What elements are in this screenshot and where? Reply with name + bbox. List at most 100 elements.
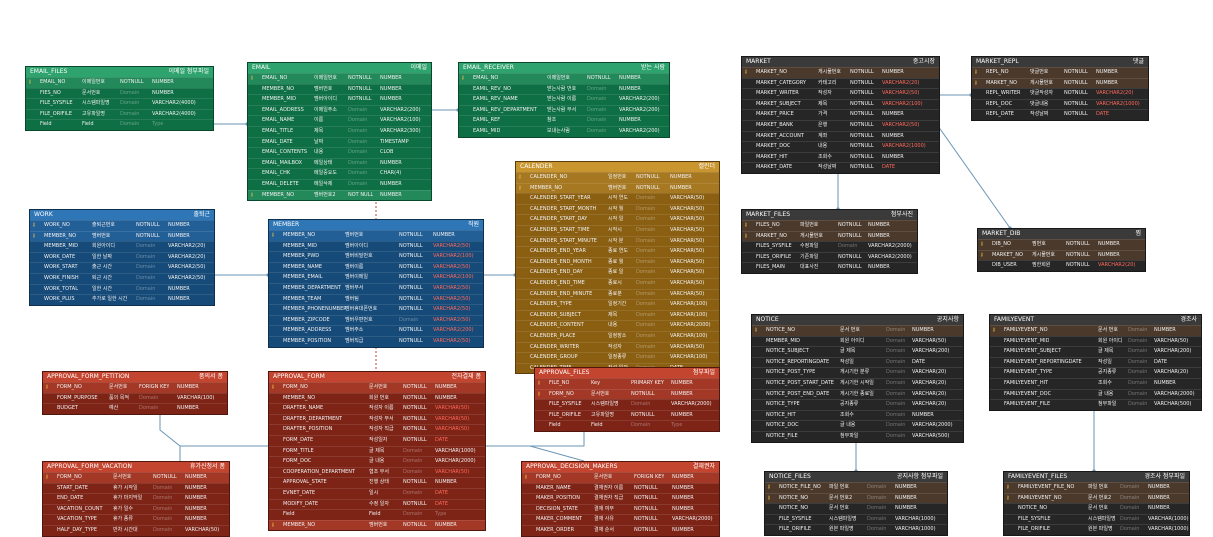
table-row[interactable]: MARKET_HIT조회수NOTNULLNUMBER [742, 151, 939, 163]
table-row[interactable]: EMAIL_DELETE메일삭제DomainNUMBER [248, 178, 431, 190]
table-row[interactable]: FILE_SYSFILE시스템파일명DomainVARCHAR(1000) [1004, 513, 1189, 525]
table-row[interactable]: NOTICE_SUBJECT글 제목DomainVARCHAR(200) [752, 346, 963, 357]
table-row[interactable]: EMAIL_CONTENTS내용DomainCLOB [248, 147, 431, 158]
table-row[interactable]: FieldFieldDomainType [26, 119, 213, 130]
table-row[interactable]: CALENDER_END_YEAR종료 연도DomainVARCHAR(50) [516, 246, 719, 257]
table-email-receiver[interactable]: EMAIL_RECEIVER받는 사람⚷EMAIL_NO이메일번호NOTNULL… [458, 62, 670, 138]
table-row[interactable]: ⚷FORM_NO문서번호NOTNULLNUMBER [535, 388, 719, 400]
table-row[interactable]: EMAIL_NAME이름DomainVARCHAR2(100) [248, 115, 431, 126]
table-row[interactable]: DRAFTER_NAME작성자 이름NOTNULLVARCHAR(50) [269, 403, 485, 414]
table-row[interactable]: CALENDER_START_YEAR시작 연도DomainVARCHAR(50… [516, 193, 719, 204]
table-row[interactable]: CALENDER_START_TIME시작시DomainVARCHAR(50) [516, 224, 719, 236]
table-member[interactable]: MEMBER직원⚷MEMBER_NO멤버번호NOTNULLNUMBERMEMBE… [268, 219, 484, 348]
table-header[interactable]: EMAIL_RECEIVER받는 사람 [459, 63, 669, 73]
table-header[interactable]: CALENDER캘린더 [516, 162, 719, 172]
table-row[interactable]: MARKET_PRICE가격NOTNULLNUMBER [742, 109, 939, 120]
table-row[interactable]: FILES_SYSFILE수정파일DomainVARCHAR2(2000) [742, 241, 917, 252]
table-row[interactable]: NOTICE_HIT조회수DomainNUMBER [752, 409, 963, 421]
table-row[interactable]: FILE_SYSFILE시스템파일명DomainVARCHAR2(4000) [26, 98, 213, 109]
table-row[interactable]: ⚷FAMILYEVENT_NO문서 번호2DomainNUMBER [1004, 492, 1189, 504]
table-row[interactable]: MEMBER_NO멤버번호NOTNULLNUMBER [248, 83, 431, 95]
table-row[interactable]: ⚷MEMBER_NO멤버번호NOTNULLNUMBER [516, 182, 719, 194]
table-row[interactable]: ⚷FAMILYEVENT_NO문서 번호DomainNUMBER [990, 325, 1201, 336]
table-header[interactable]: NOTICE_FILES공지사항 첨부파일 [765, 472, 947, 482]
table-row[interactable]: ⚷NOTICE_NO문서 번호2DomainNUMBER [765, 492, 947, 504]
table-row[interactable]: MAKER_COMMENT결재 사유NOTNULLVARCHAR(2000) [522, 514, 719, 525]
table-row[interactable]: MEMBER_NAME멤버이름NOTNULLVARCHAR2(50) [269, 261, 483, 273]
table-row[interactable]: BUDGET예산DomainNUMBER [43, 403, 227, 414]
table-row[interactable]: MARKET_CATEGORY카테고리NOTNULLVARCHAR2(20) [742, 77, 939, 89]
table-row[interactable]: EAMIL_MID보내는사람DomainVARCHAR2(200) [459, 125, 669, 137]
table-row[interactable]: FORM_DATE작성일자NOTNULLDATE [269, 434, 485, 446]
table-calender[interactable]: CALENDER캘린더⚷CALENDER_NO일정번호NOTNULLNUMBER… [515, 161, 720, 375]
table-row[interactable]: FIES_NO문서번호DomainNUMBER [26, 87, 213, 99]
table-row[interactable]: EMAIL_CHK메일중요도DomainCHAR(4) [248, 168, 431, 179]
table-familyevent-files[interactable]: FAMILYEVENT_FILES경조사 첨부파일⚷FAMILYEVENT_FI… [1003, 471, 1190, 536]
table-row[interactable]: FILE_SYSFILE시스템파일명DomainVARCHAR(1000) [765, 513, 947, 525]
table-row[interactable]: EAMIL_REF참조DomainNUMBER [459, 115, 669, 126]
table-approval-form-petition[interactable]: APPROVAL_FORM_PETITION품의서 폼⚷FORM_NO문서번호F… [42, 371, 228, 415]
table-row[interactable]: CALENDER_PLACE일정장소DomainVARCHAR(100) [516, 330, 719, 342]
table-row[interactable]: CALENDER_END_MONTH종료 월DomainVARCHAR(50) [516, 256, 719, 268]
table-header[interactable]: MARKET_REPL댓글 [972, 57, 1148, 67]
table-row[interactable]: ⚷FAMILYEVENT_FILE_NO파일 번호DomainNUMBER [1004, 482, 1189, 493]
table-row[interactable]: NOTICE_POST_END_DATE게시기한 종료일DomainVARCHA… [752, 388, 963, 400]
table-row[interactable]: FORM_PURPOSE품의 목적DomainVARCHAR(100) [43, 392, 227, 404]
table-row[interactable]: MEMBER_ZIPCODE멤버우편번호DomainVARCHAR2(50) [269, 314, 483, 326]
table-header[interactable]: MEMBER직원 [269, 220, 483, 230]
table-row[interactable]: CALENDER_CONTENT내용DomainVARCHAR(2000) [516, 320, 719, 331]
table-row[interactable]: FILE_ORIFILE원본 파일명DomainVARCHAR(1000) [1004, 524, 1189, 535]
table-row[interactable]: ⚷EMAIL_NO이메일번호NOTNULLNUMBER [248, 73, 431, 84]
table-row[interactable]: FAMILYEVENT_HIT조회수DomainNUMBER [990, 377, 1201, 389]
table-row[interactable]: MARKET_DATE작성날짜NOTNULLDATE [742, 162, 939, 173]
table-row[interactable]: EMAIL_TITLE제목DomainVARCHAR2(300) [248, 125, 431, 137]
table-header[interactable]: APPROVAL_DECISION_MAKERS결재권자 [522, 462, 719, 472]
table-row[interactable]: ⚷CALENDER_NO일정번호NOTNULLNUMBER [516, 172, 719, 183]
table-row[interactable]: MARKET_ACCOUNT계좌NOTNULLNUMBER [742, 130, 939, 142]
table-row[interactable]: MEMBER_MID멤버아이디NOTNULLNUMBER [248, 94, 431, 105]
table-row[interactable]: HALF_DAY_TYPE반차 시간대DomainVARCHAR(50) [43, 524, 229, 536]
table-row[interactable]: CALENDER_START_DAY시작 일DomainVARCHAR(50) [516, 214, 719, 225]
table-row[interactable]: DRAFTER_DEPARTMENT작성자 부서NOTNULLVARCHAR(5… [269, 413, 485, 425]
table-row[interactable]: FieldFieldDomainType [269, 509, 485, 520]
table-row[interactable]: ⚷FILE_NOKeyPRIMARY KEYNUMBER [535, 378, 719, 389]
table-market-repl[interactable]: MARKET_REPL댓글⚷REPL_NO댓글번호NOTNULLNUMBER⚷M… [971, 56, 1149, 121]
table-row[interactable]: MAKER_NAME결재권자 이름NOTNULLNUMBER [522, 482, 719, 494]
table-row[interactable]: FAMILYEVENT_TYPE공지종류DomainVARCHAR(20) [990, 367, 1201, 378]
table-familyevent[interactable]: FAMILYEVENT경조사⚷FAMILYEVENT_NO문서 번호Domain… [989, 314, 1202, 411]
table-row[interactable]: ⚷FORM_NO문서번호NOTNULLNUMBER [269, 382, 485, 393]
table-row[interactable]: ⚷MARKET_NO게시물번호NOTNULLNUMBER [978, 249, 1145, 261]
table-row[interactable]: WORK_DATE일한 날짜DomainVARCHAR2(20) [30, 251, 214, 263]
table-row[interactable]: VACATION_TYPE휴가 종류DomainNUMBER [43, 514, 229, 525]
table-row[interactable]: WORK_PLUS추가로 일한 시간DomainNUMBER [30, 294, 214, 305]
table-approval-form-vacation[interactable]: APPROVAL_FORM_VACATION휴가신청서 폼⚷FORM_NO문서번… [42, 461, 230, 537]
table-header[interactable]: APPROVAL_FORM_VACATION휴가신청서 폼 [43, 462, 229, 472]
table-row[interactable]: CALENDER_TYPE일정기간DomainVARCHAR(100) [516, 299, 719, 310]
table-row[interactable]: ⚷NOTICE_NO문서 번호DomainNUMBER [752, 325, 963, 336]
table-row[interactable]: EAMIL_REV_NO받는사람 번호DomainNUMBER [459, 83, 669, 95]
table-row[interactable]: CALENDER_START_MINUTE시작 분DomainVARCHAR(5… [516, 235, 719, 247]
table-row[interactable]: MARKET_BANK은행NOTNULLVARCHAR2(50) [742, 119, 939, 131]
table-row[interactable]: MAKER_ORDER결재 순서NOTNULLNUMBER [522, 524, 719, 536]
table-row[interactable]: CALENDER_END_DAY종료 일DomainVARCHAR(50) [516, 267, 719, 278]
table-row[interactable]: END_DATE휴가 마지막일DomainNUMBER [43, 493, 229, 504]
table-row[interactable]: EAMIL_REV_NAME받는사람 이름DomainVARCHAR2(200) [459, 94, 669, 105]
table-row[interactable]: CALENDER_SUBJECT제목DomainVARCHAR(100) [516, 309, 719, 321]
table-row[interactable]: ⚷MEMBER_NO멤버번호NOTNULLNUMBER [269, 519, 485, 531]
table-row[interactable]: MEMBER_DEPARTMENT멤버부서NOTNULLVARCHAR2(50) [269, 282, 483, 294]
table-header[interactable]: APPROVAL_FILES첨부파일 [535, 368, 719, 378]
table-row[interactable]: MEMBER_PHONENUMBER멤버휴대폰번호NOTNULLVARCHAR2… [269, 304, 483, 315]
table-row[interactable]: MEMBER_POSITION멤버직급NOTNULLVARCHAR2(50) [269, 335, 483, 347]
table-work[interactable]: WORK출퇴근⚷WORK_NO출퇴근번호NOTNULLNUMBER⚷MEMBER… [29, 209, 215, 306]
table-row[interactable]: MEMBER_MID회원아이디DomainVARCHAR2(20) [30, 241, 214, 252]
table-row[interactable]: ⚷EMAIL_NO이메일번호NOTNULLNUMBER [459, 73, 669, 84]
table-header[interactable]: FAMILYEVENT경조사 [990, 315, 1201, 325]
table-row[interactable]: START_DATE휴가 시작일DomainNUMBER [43, 482, 229, 494]
table-row[interactable]: APPROVAL_STATE진행 상태NOTNULLNUMBER [269, 477, 485, 488]
table-row[interactable]: DIB_USER찜한회원NOTNULLVARCHAR2(20) [978, 260, 1145, 271]
table-row[interactable]: FILE_ORIFILE고유파일명NOTNULLNUMBER [535, 409, 719, 421]
table-row[interactable]: FAMILYEVENT_MID회원 아이디DomainVARCHAR(50) [990, 335, 1201, 347]
table-header[interactable]: MARKET중고시장 [742, 57, 939, 67]
table-header[interactable]: WORK출퇴근 [30, 210, 214, 220]
table-row[interactable]: EAMIL_REV_DEPARTMENT받는사람 부서DomainVARCHAR… [459, 104, 669, 116]
